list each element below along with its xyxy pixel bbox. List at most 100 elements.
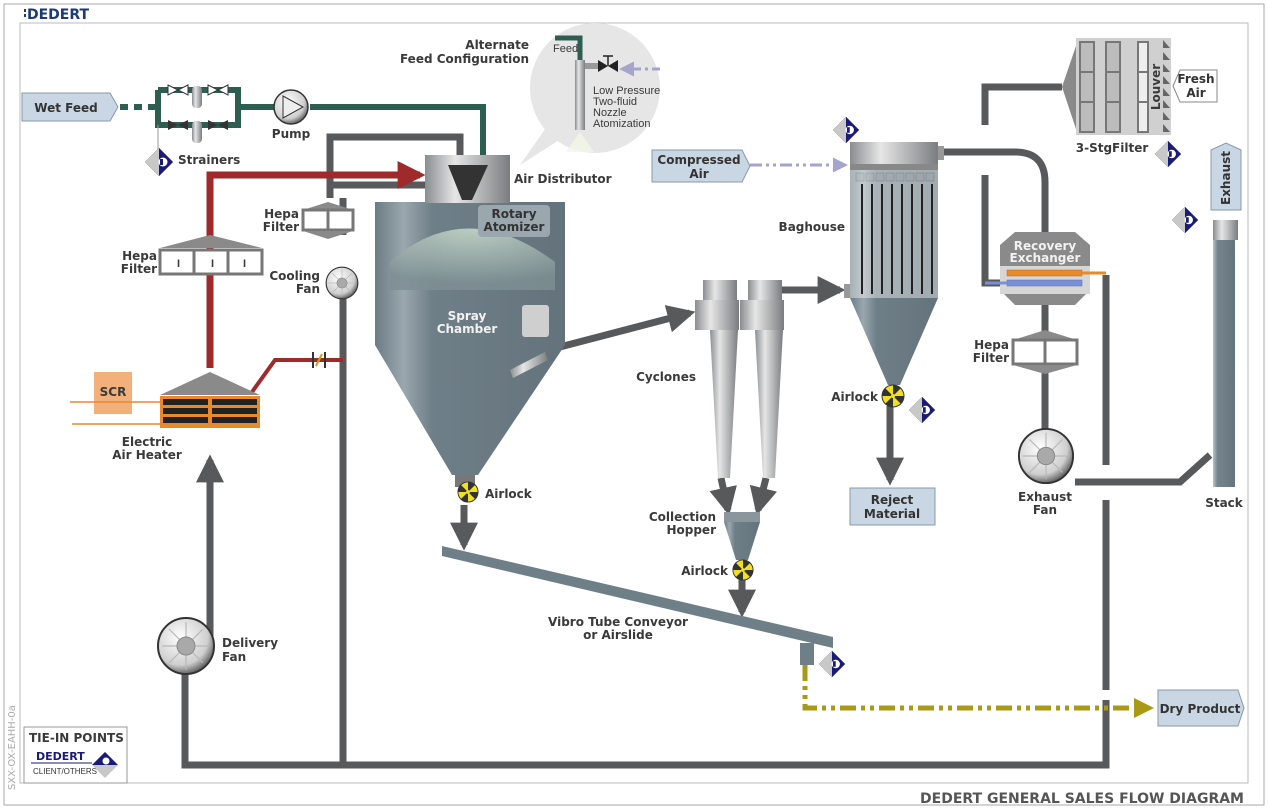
airlock-icon-hopper: [732, 559, 754, 581]
svg-text:Exchanger: Exchanger: [1010, 251, 1081, 265]
svg-text:CLIENT/OTHERS: CLIENT/OTHERS: [33, 767, 97, 776]
tie-in-legend: TIE-IN POINTS DEDERT CLIENT/OTHERS: [23, 726, 128, 784]
svg-text:I: I: [177, 258, 180, 270]
svg-text:Stack: Stack: [1205, 496, 1244, 510]
spray-chamber: Spray Chamber: [375, 202, 565, 487]
stack: Stack: [1205, 220, 1244, 510]
cooling-fan-icon: [325, 266, 359, 300]
svg-text:Baghouse: Baghouse: [779, 220, 845, 234]
airlock-label-hopper: Airlock: [681, 564, 729, 578]
svg-text:Strainers: Strainers: [178, 153, 240, 167]
svg-text:DEDERT: DEDERT: [36, 750, 85, 763]
return-air-line: [181, 650, 1110, 769]
cooling-air-distributor: [326, 181, 430, 198]
alternate-feed-callout: Alternate Feed Configuration Feed Low Pr…: [400, 23, 660, 165]
svg-text:Atomization: Atomization: [593, 118, 650, 130]
rotary-atomizer: Rotary Atomizer: [478, 205, 550, 237]
svg-text:Dry Product: Dry Product: [1160, 702, 1241, 716]
collection-hopper: Collection Hopper: [649, 510, 760, 560]
svg-text:TIE-IN POINTS: TIE-IN POINTS: [29, 731, 124, 745]
recovery-exchanger: Recovery Exchanger: [985, 232, 1106, 305]
svg-text:3-StgFilter: 3-StgFilter: [1076, 141, 1149, 155]
bypass-line: [250, 358, 343, 394]
svg-text:Filter: Filter: [121, 262, 157, 276]
svg-text:Air: Air: [689, 167, 708, 181]
svg-text:Hepa: Hepa: [122, 249, 157, 263]
three-stage-filter: Louver 3-StgFilter: [1062, 38, 1171, 155]
svg-text:Rotary: Rotary: [491, 207, 536, 221]
fresh-air-box: Fresh Air: [1172, 69, 1218, 103]
vibro-conveyor: Vibro Tube Conveyor or Airslide: [442, 546, 833, 665]
exhaust-fan-icon: [1017, 427, 1075, 485]
cyclone2-to-hopper: [749, 477, 778, 516]
svg-text:Filter: Filter: [263, 220, 299, 234]
svg-text:Wet Feed: Wet Feed: [34, 101, 97, 115]
svg-text:DEDERT: DEDERT: [27, 7, 90, 23]
svg-text:I: I: [211, 258, 214, 270]
baghouse-outlet: [940, 148, 1049, 245]
chamber-outlet-duct: [510, 352, 548, 378]
svg-text:Fresh: Fresh: [1177, 72, 1214, 86]
svg-text:Spray: Spray: [448, 309, 487, 323]
svg-text:Hepa: Hepa: [264, 207, 299, 221]
diagram-title: DEDERT GENERAL SALES FLOW DIAGRAM: [920, 791, 1244, 807]
svg-text:Air Distributor: Air Distributor: [514, 172, 612, 186]
hepa-filter-exhaust: Hepa Filter: [973, 330, 1079, 374]
electric-air-heater: SCR Electric Air Heater: [70, 372, 260, 462]
svg-text:Exhaust: Exhaust: [1219, 151, 1233, 205]
pump-to-atomizer: [310, 104, 486, 163]
svg-text:or Airslide: or Airslide: [583, 628, 653, 642]
svg-text:Air Heater: Air Heater: [112, 448, 182, 462]
svg-text:Material: Material: [864, 507, 920, 521]
delivery-fan-icon: [157, 617, 215, 675]
svg-text:Feed: Feed: [553, 43, 578, 55]
bypass-damper: [312, 352, 326, 368]
svg-text:Alternate: Alternate: [465, 38, 529, 52]
baghouse: Baghouse: [779, 142, 944, 385]
svg-text:I: I: [243, 258, 246, 270]
svg-text:Fan: Fan: [222, 650, 246, 664]
svg-text:Collection: Collection: [649, 510, 716, 524]
svg-text:Two-fluid: Two-fluid: [593, 96, 637, 108]
fan-to-stack: [1075, 452, 1213, 486]
pump: Pump: [272, 89, 311, 141]
svg-text:Air: Air: [1186, 86, 1205, 100]
filter-inlet: [981, 83, 1062, 125]
cooling-air-top-loop: [326, 133, 464, 188]
hot-air-to-distributor: [206, 161, 426, 368]
dedert-logo: DEDERT: [24, 7, 90, 23]
exhaust-fan-label: Exhaust: [1018, 490, 1072, 504]
airlock-label-baghouse: Airlock: [831, 390, 879, 404]
airlock-label-chamber: Airlock: [485, 487, 533, 501]
svg-text:Fan: Fan: [296, 282, 320, 296]
svg-text:Hepa: Hepa: [974, 338, 1009, 352]
dry-product-line: [802, 665, 1154, 718]
exhaust-box: Exhaust: [1210, 142, 1242, 211]
svg-text:Compressed: Compressed: [657, 153, 740, 167]
dry-product-box: Dry Product: [1157, 689, 1245, 727]
hepa-filter-main: I I I Hepa Filter: [121, 235, 264, 276]
svg-text:Vibro Tube Conveyor: Vibro Tube Conveyor: [548, 615, 688, 629]
compressed-air-box: Compressed Air: [651, 149, 751, 183]
drawing-id: SXX-OX-EAHH-0a: [7, 705, 18, 790]
cooling-fan-label: Cooling: [269, 269, 320, 283]
cyclones: Cyclones: [636, 280, 784, 478]
svg-text:Reject: Reject: [871, 493, 914, 507]
delivery-fan-label: Delivery: [222, 636, 278, 650]
reject-material-box: Reject Material: [849, 487, 936, 526]
svg-text:Feed Configuration: Feed Configuration: [400, 52, 529, 66]
svg-text:SCR: SCR: [100, 385, 127, 399]
svg-text:Cyclones: Cyclones: [636, 370, 696, 384]
svg-text:Recovery: Recovery: [1014, 239, 1077, 253]
svg-text:Electric: Electric: [122, 435, 172, 449]
hot-air-lines: [206, 161, 426, 394]
svg-text:Filter: Filter: [973, 351, 1009, 365]
legend-tie-in-icon: [92, 752, 118, 778]
svg-text:Hopper: Hopper: [666, 523, 716, 537]
svg-text:Low Pressure: Low Pressure: [593, 85, 660, 97]
svg-text:Nozzle: Nozzle: [593, 107, 627, 119]
svg-text:Fan: Fan: [1033, 503, 1057, 517]
airlock-icon-baghouse: [881, 384, 905, 408]
svg-text:Atomizer: Atomizer: [484, 220, 545, 234]
